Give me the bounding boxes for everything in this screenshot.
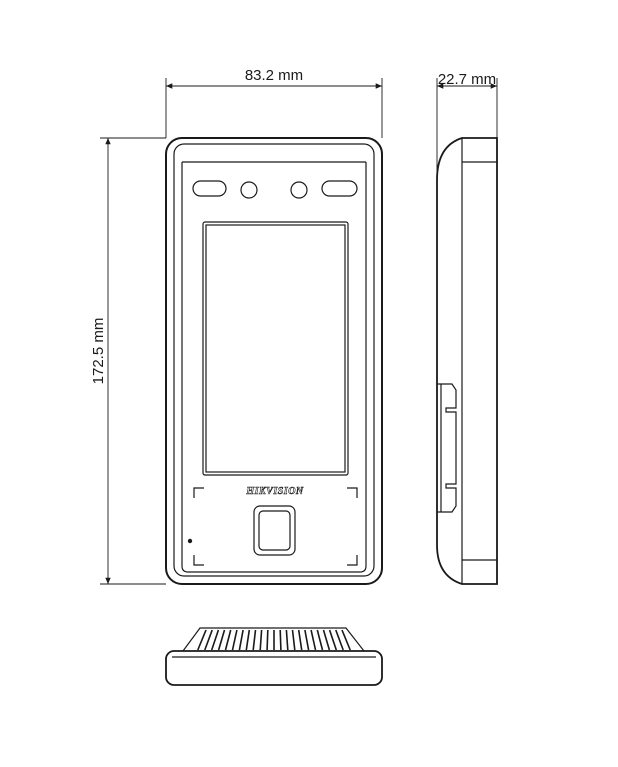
- brand-logo: HIKVISION: [245, 486, 304, 497]
- bottom-ridge-line: [259, 629, 263, 651]
- bottom-ridge-line: [279, 629, 282, 651]
- status-led-dot: [187, 538, 193, 544]
- camera-lens-left: [240, 181, 258, 199]
- fingerprint-sensor-inner: [258, 510, 291, 551]
- fingerprint-sensor-outer: [253, 505, 296, 556]
- bottom-ridge-line: [204, 629, 213, 651]
- bottom-ridge-line: [252, 629, 257, 651]
- ir-sensor-left: [192, 180, 227, 197]
- bracket-top-right: [347, 487, 358, 498]
- bottom-ridge-line: [310, 629, 317, 651]
- dimension-lines: [100, 78, 498, 585]
- side-mount-bracket: [437, 383, 457, 513]
- bottom-ridge-line: [266, 629, 269, 651]
- camera-lens-right: [290, 181, 308, 199]
- ir-sensor-right: [321, 180, 358, 197]
- bottom-ridge-line: [238, 629, 244, 651]
- bottom-outline: [165, 650, 383, 686]
- depth-label: 22.7 mm: [438, 71, 496, 88]
- side-outline: [436, 137, 498, 585]
- bottom-ridge-line: [341, 629, 351, 651]
- front-view: [165, 137, 383, 585]
- bottom-ridge-line: [210, 629, 220, 651]
- front-inner-rim: [173, 143, 375, 577]
- bottom-back-plate: [182, 627, 365, 652]
- bottom-ridge-line: [245, 629, 251, 651]
- front-bezel-inner: [181, 162, 367, 573]
- bracket-bottom-right: [347, 555, 358, 566]
- bottom-view: [165, 627, 383, 686]
- height-label: 172.5 mm: [90, 318, 107, 385]
- bottom-ridge-line: [231, 629, 238, 651]
- bottom-ridge-line: [291, 629, 296, 651]
- display-screen-inner: [205, 224, 346, 473]
- bracket-top-left: [193, 487, 204, 498]
- display-screen-outer: [202, 221, 349, 476]
- front-outer-housing: [165, 137, 383, 585]
- side-view: [436, 137, 498, 585]
- bottom-ridge-line: [322, 629, 331, 651]
- bottom-ridge-line: [224, 629, 232, 651]
- bottom-ridge-line: [297, 629, 303, 651]
- bottom-ridges: [197, 629, 351, 651]
- bottom-ridge-line: [285, 629, 289, 651]
- bracket-bottom-left: [193, 555, 204, 566]
- bottom-ridge-line: [197, 629, 207, 651]
- bottom-ridge-line: [316, 629, 324, 651]
- bottom-ridge-line: [328, 629, 338, 651]
- bottom-ridge-line: [304, 629, 310, 651]
- width-label: 83.2 mm: [245, 67, 303, 84]
- bottom-ridge-line: [335, 629, 344, 651]
- bottom-ridge-line: [217, 629, 226, 651]
